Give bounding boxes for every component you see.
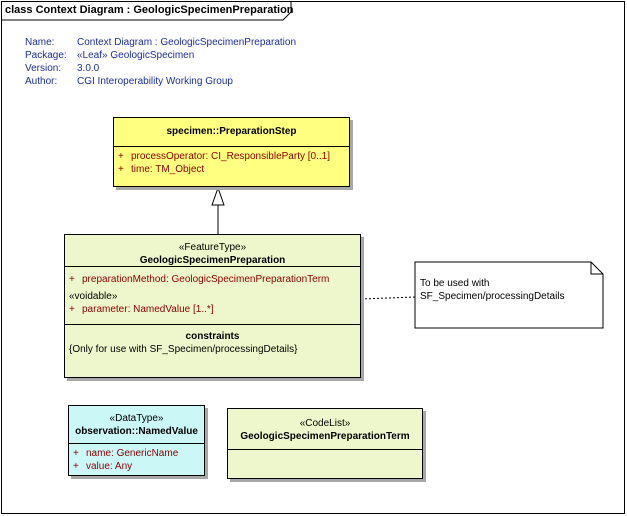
class-header: «FeatureType» GeologicSpecimenPreparatio…	[65, 235, 360, 266]
note-anchor-line	[360, 296, 416, 300]
metadata-value: Context Diagram : GeologicSpecimenPrepar…	[77, 37, 296, 48]
class-geologic-specimen-preparation[interactable]: «FeatureType» GeologicSpecimenPreparatio…	[64, 234, 361, 378]
metadata-key: Package:	[25, 50, 67, 61]
note-shape	[414, 261, 604, 329]
generalization-arrowhead	[211, 186, 225, 206]
attribute-compartment	[228, 449, 422, 450]
attribute-text: processOperator: CI_ResponsibleParty [0.…	[131, 151, 330, 162]
class-name: specimen::PreparationStep	[166, 126, 297, 137]
metadata-key: Name:	[25, 37, 55, 48]
frame-title: class Context Diagram : GeologicSpecimen…	[5, 4, 294, 16]
constraint-compartment: constraints {Only for use with SF_Specim…	[65, 324, 360, 356]
attribute-text: preparationMethod: GeologicSpecimenPrepa…	[82, 274, 330, 285]
note[interactable]: To be used with SF_Specimen/processingDe…	[415, 262, 603, 328]
visibility-marker: +	[69, 304, 75, 315]
metadata-value: «Leaf» GeologicSpecimen	[77, 50, 195, 61]
class-header: specimen::PreparationStep	[114, 118, 349, 146]
class-stereotype: «DataType»	[109, 413, 164, 424]
class-name: GeologicSpecimenPreparationTerm	[240, 431, 410, 442]
attribute-row: + parameter: NamedValue [1..*]	[65, 303, 360, 316]
visibility-marker: +	[73, 448, 79, 459]
class-header: «DataType» observation::NamedValue	[69, 406, 204, 443]
attribute-row: + preparationMethod: GeologicSpecimenPrep…	[65, 273, 360, 286]
attribute-text: name: GenericName	[86, 448, 179, 459]
metadata-row-package: Package: «Leaf» GeologicSpecimen	[25, 49, 296, 62]
attribute-compartment: + processOperator: CI_ResponsibleParty [0…	[114, 146, 349, 176]
note-line: SF_Specimen/processingDetails	[420, 291, 565, 302]
metadata-row-version: Version: 3.0.0	[25, 62, 296, 75]
voidable-label: «voidable»	[69, 291, 118, 302]
attribute-compartment: + name: GenericName + value: Any	[69, 443, 204, 473]
visibility-marker: +	[69, 274, 75, 285]
attribute-row: + processOperator: CI_ResponsibleParty [0…	[114, 150, 349, 163]
attribute-text: time: TM_Object	[131, 164, 205, 175]
frame-title-tab	[1, 1, 292, 21]
class-preparation-step[interactable]: specimen::PreparationStep + processOperat…	[113, 117, 350, 187]
visibility-marker: +	[73, 461, 79, 472]
metadata-row-author: Author: CGI Interoperability Working Gro…	[25, 75, 296, 88]
visibility-marker: +	[118, 164, 124, 175]
class-header: «CodeList» GeologicSpecimenPreparationTe…	[228, 409, 422, 449]
class-geologic-specimen-preparation-term[interactable]: «CodeList» GeologicSpecimenPreparationTe…	[227, 408, 423, 479]
note-text: To be used with SF_Specimen/processingDe…	[420, 277, 565, 303]
attribute-text: parameter: NamedValue [1..*]	[82, 304, 214, 315]
metadata-value: CGI Interoperability Working Group	[77, 76, 233, 87]
metadata-key: Version:	[25, 63, 62, 74]
class-stereotype: «FeatureType»	[178, 242, 247, 253]
diagram-metadata: Name: Context Diagram : GeologicSpecimen…	[25, 36, 296, 88]
constraints-title: constraints	[185, 331, 240, 342]
attribute-compartment: + preparationMethod: GeologicSpecimenPrep…	[65, 266, 360, 324]
class-named-value[interactable]: «DataType» observation::NamedValue + name…	[68, 405, 205, 476]
note-line: To be used with	[420, 278, 490, 289]
note-fold	[590, 262, 603, 275]
metadata-row-name: Name: Context Diagram : GeologicSpecimen…	[25, 36, 296, 49]
constraint-text: {Only for use with SF_Specimen/processin…	[69, 344, 298, 355]
class-name: observation::NamedValue	[75, 426, 198, 437]
metadata-value: 3.0.0	[77, 63, 100, 74]
attribute-row: + time: TM_Object	[114, 163, 349, 176]
metadata-key: Author:	[25, 76, 58, 87]
class-stereotype: «CodeList»	[299, 418, 351, 429]
attribute-text: value: Any	[86, 461, 133, 472]
class-name: GeologicSpecimenPreparation	[139, 255, 286, 266]
visibility-marker: +	[118, 151, 124, 162]
attribute-row: + value: Any	[69, 460, 204, 473]
attribute-row: + name: GenericName	[69, 447, 204, 460]
